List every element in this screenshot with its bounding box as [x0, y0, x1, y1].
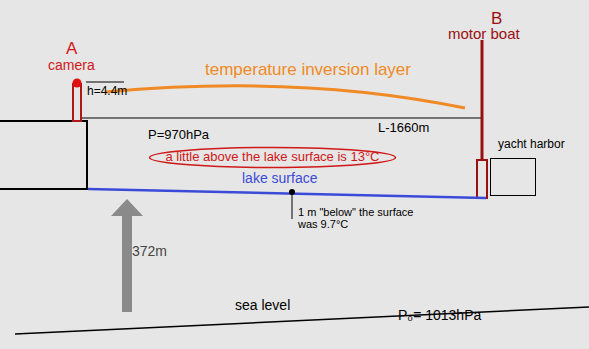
lake-surface-line: [88, 189, 486, 198]
depth-note: 1 m "below" the surface was 9.7°C: [298, 206, 416, 230]
depth-dot: [289, 189, 295, 195]
harbor-building: [490, 158, 536, 196]
sight-line: [80, 118, 482, 119]
height-line: [86, 82, 124, 83]
temperature-ellipse: a little above the lake surface is 13°C: [148, 146, 397, 169]
camera-pole: [73, 84, 81, 121]
ellipse-text: a little above the lake surface is 13°C: [148, 150, 397, 165]
camera-dot: [73, 79, 82, 88]
sea-level-line: [15, 307, 589, 334]
inversion-curve: [105, 86, 465, 108]
pressure-label: P₀= 1013hPa: [398, 308, 481, 323]
distance-dimension: L-1660m: [378, 121, 429, 135]
boat-label: motor boat: [448, 26, 520, 43]
boat-pole: [477, 160, 487, 198]
point-letter: A: [66, 40, 77, 59]
height-dimension: h=4.4m: [87, 85, 127, 98]
lake-surface-label: lake surface: [242, 171, 317, 186]
depth-leader: [292, 192, 293, 219]
harbor-box: yacht harbor: [488, 138, 567, 196]
shore-block: [0, 121, 87, 189]
pressure-label: P=970hPa: [148, 128, 209, 142]
camera-label: camera: [48, 58, 95, 73]
sea-level-label: sea level: [235, 298, 290, 313]
harbor-label: yacht harbor: [498, 138, 567, 152]
boat-mast: [481, 40, 484, 160]
altitude-label: 372m: [132, 244, 167, 259]
inversion-label: temperature inversion layer: [205, 61, 411, 80]
